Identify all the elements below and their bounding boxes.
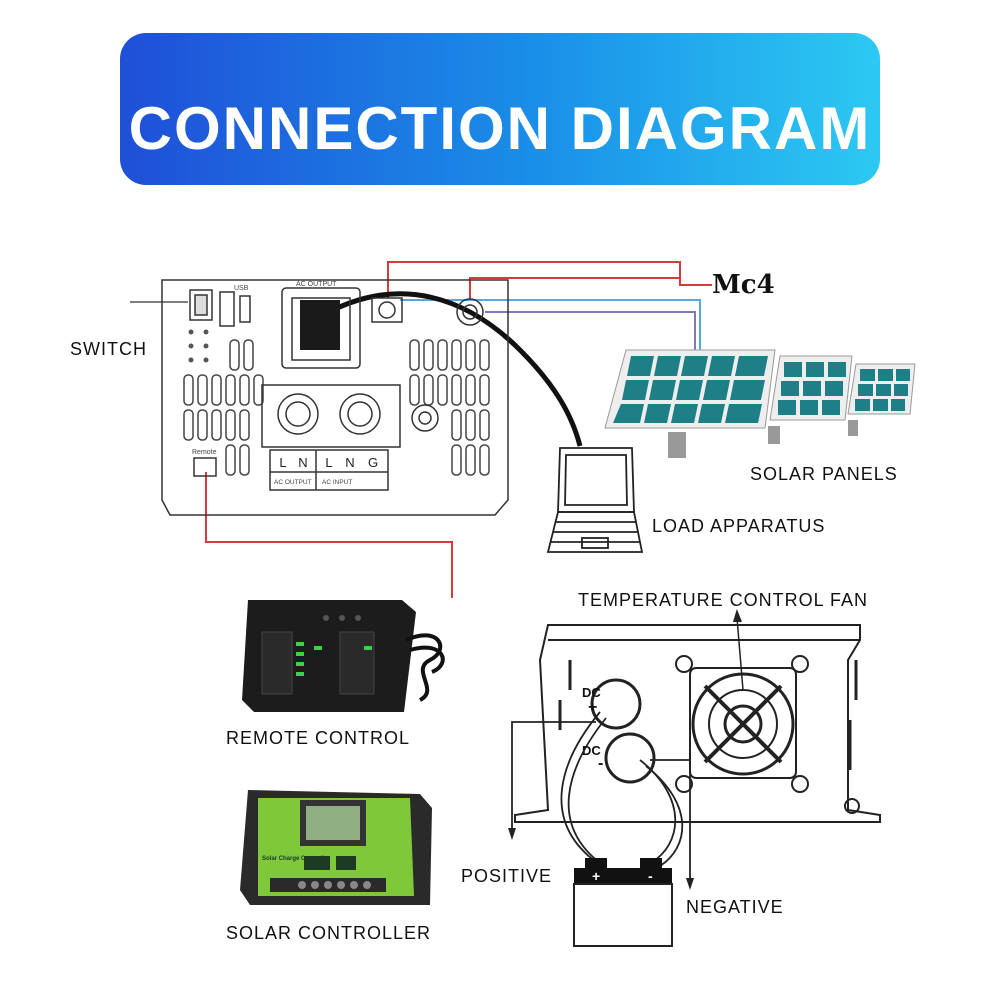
ac-input-caption: AC INPUT xyxy=(322,479,352,486)
remote-control-label: REMOTE CONTROL xyxy=(226,728,411,748)
dc-inverter xyxy=(514,608,881,823)
usb-label: USB xyxy=(234,285,249,292)
battery-negative-sign: - xyxy=(648,868,653,884)
solar-panel-medium xyxy=(768,355,853,444)
solar-panels xyxy=(604,349,916,458)
negative-label: NEGATIVE xyxy=(686,897,784,917)
dc-positive-label: DC xyxy=(582,685,601,700)
ac-output-caption: AC OUTPUT xyxy=(274,479,312,486)
solar-controller-label: SOLAR CONTROLLER xyxy=(226,923,432,943)
terminal-n1: N xyxy=(298,455,307,470)
terminal-l1: L xyxy=(279,455,286,470)
terminal-l2: L xyxy=(325,455,332,470)
inverter-panel xyxy=(161,279,509,516)
solar-panels-label: SOLAR PANELS xyxy=(750,464,898,484)
battery-positive-sign: + xyxy=(592,868,600,884)
mc4-label: Mc4 xyxy=(712,270,775,300)
dc-cables xyxy=(511,711,691,880)
terminal-n2: N xyxy=(345,455,354,470)
power-switch[interactable] xyxy=(189,289,213,321)
switch-label: SWITCH xyxy=(70,339,147,359)
ac-output-label: AC OUTPUT xyxy=(296,281,337,288)
laptop-icon xyxy=(546,447,644,553)
page-title: CONNECTION DIAGRAM xyxy=(128,95,872,162)
solar-controller-device xyxy=(240,790,432,905)
mc4-wires xyxy=(387,261,712,352)
dc-negative-sign: - xyxy=(598,755,603,772)
dc-positive-sign: + xyxy=(588,699,597,716)
positive-label: POSITIVE xyxy=(461,866,553,886)
temperature-fan-label: TEMPERATURE CONTROL FAN xyxy=(578,590,869,610)
remote-cable xyxy=(205,472,453,598)
ac-output-cable xyxy=(316,291,583,447)
terminal-g: G xyxy=(368,455,378,470)
ac-plug-icon xyxy=(300,300,340,350)
solar-panel-small xyxy=(847,363,916,436)
remote-control-device xyxy=(242,600,445,712)
title-underline xyxy=(564,188,676,193)
remote-port-label: Remote xyxy=(192,449,217,456)
controller-brand-text: Solar Charge Controller xyxy=(262,856,330,862)
battery xyxy=(573,858,673,947)
load-apparatus-label: LOAD APPARATUS xyxy=(652,516,826,536)
solar-panel-large xyxy=(604,349,776,458)
title-banner: CONNECTION DIAGRAM xyxy=(120,33,880,192)
